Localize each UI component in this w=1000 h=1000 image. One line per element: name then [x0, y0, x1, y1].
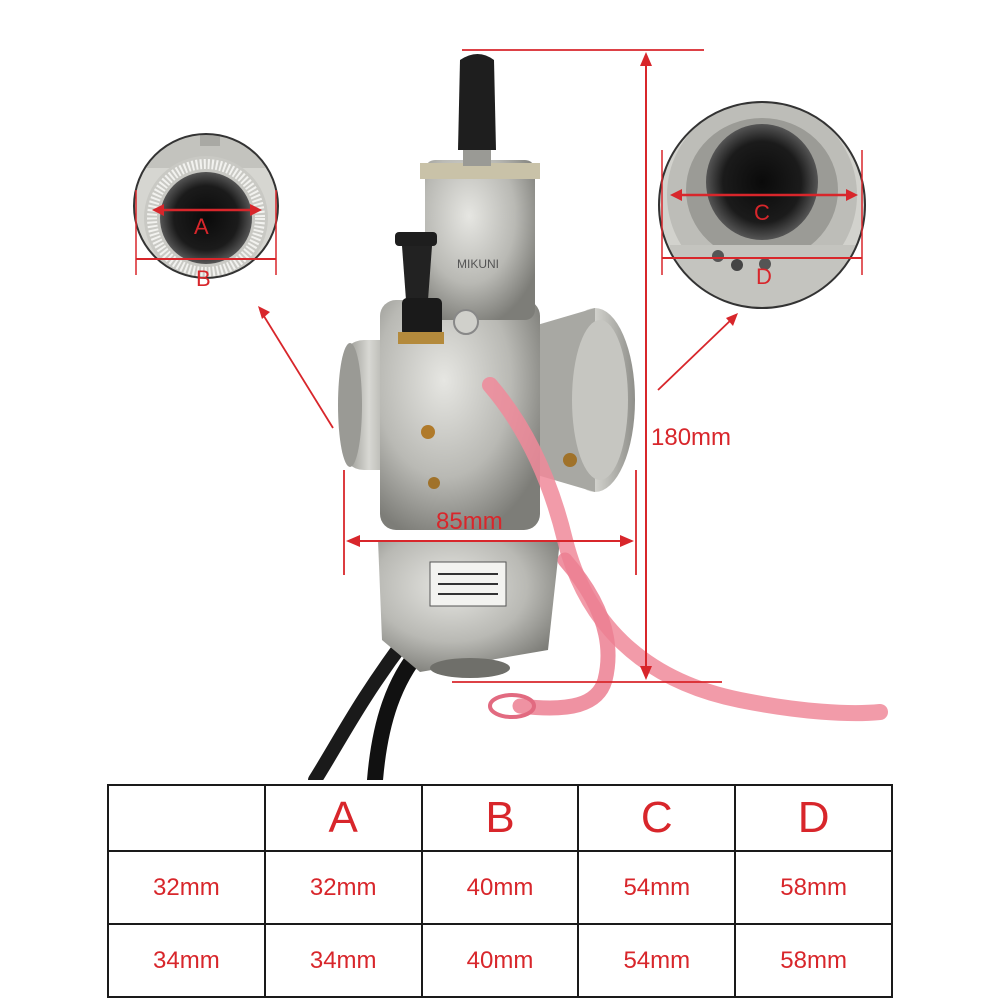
table-cell: 32mm	[107, 850, 266, 925]
pointer-arrows	[258, 306, 738, 429]
width-dimension-label: 85mm	[436, 508, 503, 535]
label-d: D	[756, 264, 772, 289]
table-cell: 34mm	[263, 923, 423, 998]
table-cell: 40mm	[420, 923, 580, 998]
left-detail-inset	[133, 133, 279, 279]
table-cell: 54mm	[577, 850, 737, 925]
table-cell: 34mm	[107, 923, 266, 998]
table-header-cell: C	[577, 784, 737, 852]
table-header-cell: B	[420, 784, 580, 852]
table-cell: 40mm	[420, 850, 580, 925]
carburetor-illustration: MIKUNI	[133, 49, 888, 788]
table-cell: 58mm	[734, 923, 893, 998]
height-dimension-label: 180mm	[651, 424, 732, 451]
label-a: A	[194, 214, 209, 239]
label-b: B	[196, 266, 211, 291]
product-photo-scene: MIKUNI	[133, 49, 888, 788]
table-row: 32mm 32mm 40mm 54mm 58mm	[107, 850, 893, 925]
svg-text:MIKUNI: MIKUNI	[457, 257, 499, 271]
table-header-cell: D	[734, 784, 893, 852]
size-spec-table: A B C D 32mm 32mm 40mm 54mm 58mm 34mm 34…	[107, 784, 893, 998]
dimension-lines	[343, 49, 722, 683]
label-c: C	[754, 200, 770, 225]
table-row: 34mm 34mm 40mm 54mm 58mm	[107, 923, 893, 998]
table-cell: 58mm	[734, 850, 893, 925]
right-detail-inset	[658, 101, 866, 309]
table-cell: 54mm	[577, 923, 737, 998]
table-cell: 32mm	[263, 850, 423, 925]
carburetor: MIKUNI	[308, 54, 888, 788]
table-header-row: A B C D	[107, 784, 893, 852]
table-header-cell: A	[263, 784, 423, 852]
table-header-cell	[107, 784, 266, 852]
